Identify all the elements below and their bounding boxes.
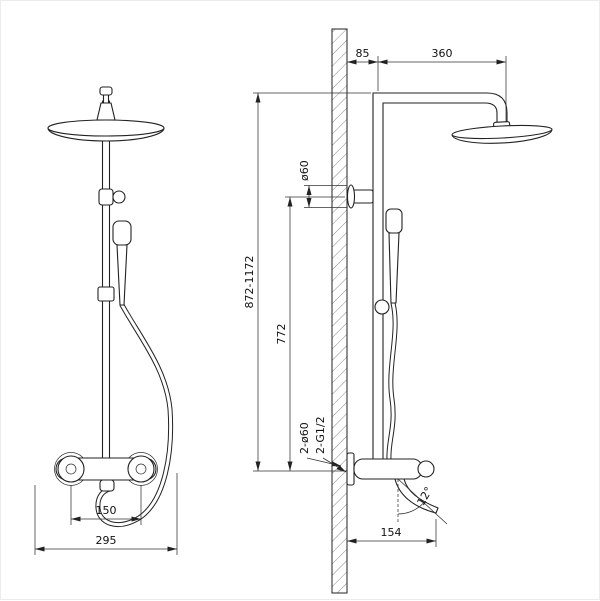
- label-escutcheons: 2-ø60: [298, 422, 311, 454]
- dim-bracket-height: 772: [275, 324, 288, 345]
- dim-bracket-diameter: ø60: [298, 160, 311, 181]
- front-mixer: [54, 452, 158, 492]
- dim-overall-width: 295: [96, 534, 117, 547]
- front-top-finial: [96, 86, 116, 121]
- front-rain-head: [47, 119, 165, 142]
- spout-angle-annotation: [397, 478, 448, 525]
- side-rain-head: [451, 121, 553, 144]
- side-hand-shower: [374, 208, 403, 315]
- side-view: 85 360 ø60 872-1172 772 2-ø60 2-G1/2 12°…: [243, 28, 553, 594]
- dim-arm-reach: 360: [432, 47, 453, 60]
- front-riser-rod: [101, 100, 111, 466]
- dim-spout-reach: 154: [381, 526, 402, 539]
- front-dimensions: [34, 473, 178, 555]
- side-mixer: [346, 452, 439, 514]
- front-view: 150 295: [34, 86, 178, 555]
- front-diverter: [98, 188, 126, 206]
- label-connections: 2-G1/2: [314, 416, 327, 454]
- side-wall-bracket: [346, 184, 374, 209]
- dim-height-range: 872-1172: [243, 256, 256, 309]
- side-riser-pipe: [372, 92, 508, 460]
- dim-handle-spacing: 150: [96, 504, 117, 517]
- wall-section: [331, 28, 348, 594]
- angle-spout: 12°: [414, 485, 435, 508]
- dim-wall-to-riser: 85: [356, 47, 370, 60]
- front-hand-shower: [97, 220, 132, 306]
- side-dimensions: [253, 56, 507, 547]
